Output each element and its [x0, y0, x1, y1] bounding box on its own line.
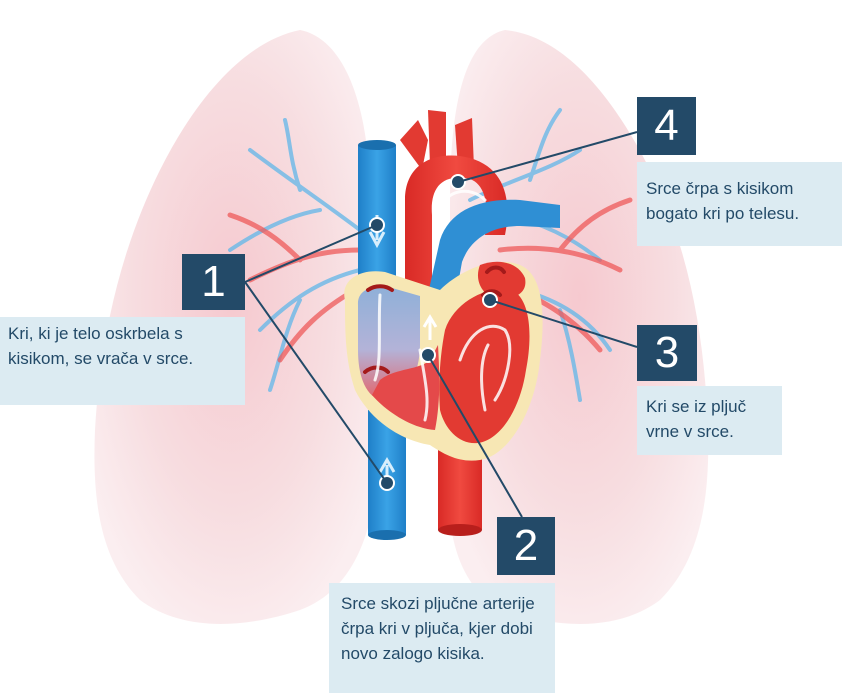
step-4-number: 4: [637, 97, 696, 155]
step-2-caption: Srce skozi pljučne arterije črpa kri v p…: [329, 583, 555, 693]
step-4-caption: Srce črpa s kisikom bogato kri po telesu…: [637, 162, 842, 246]
step-3-caption: Kri se iz pljuč vrne v srce.: [637, 386, 782, 455]
step-1-caption: Kri, ki je telo oskrbela s kisikom, se v…: [0, 317, 245, 405]
step-2-number: 2: [497, 517, 555, 575]
step-1-number: 1: [182, 254, 245, 310]
step-3-number: 3: [637, 325, 697, 381]
